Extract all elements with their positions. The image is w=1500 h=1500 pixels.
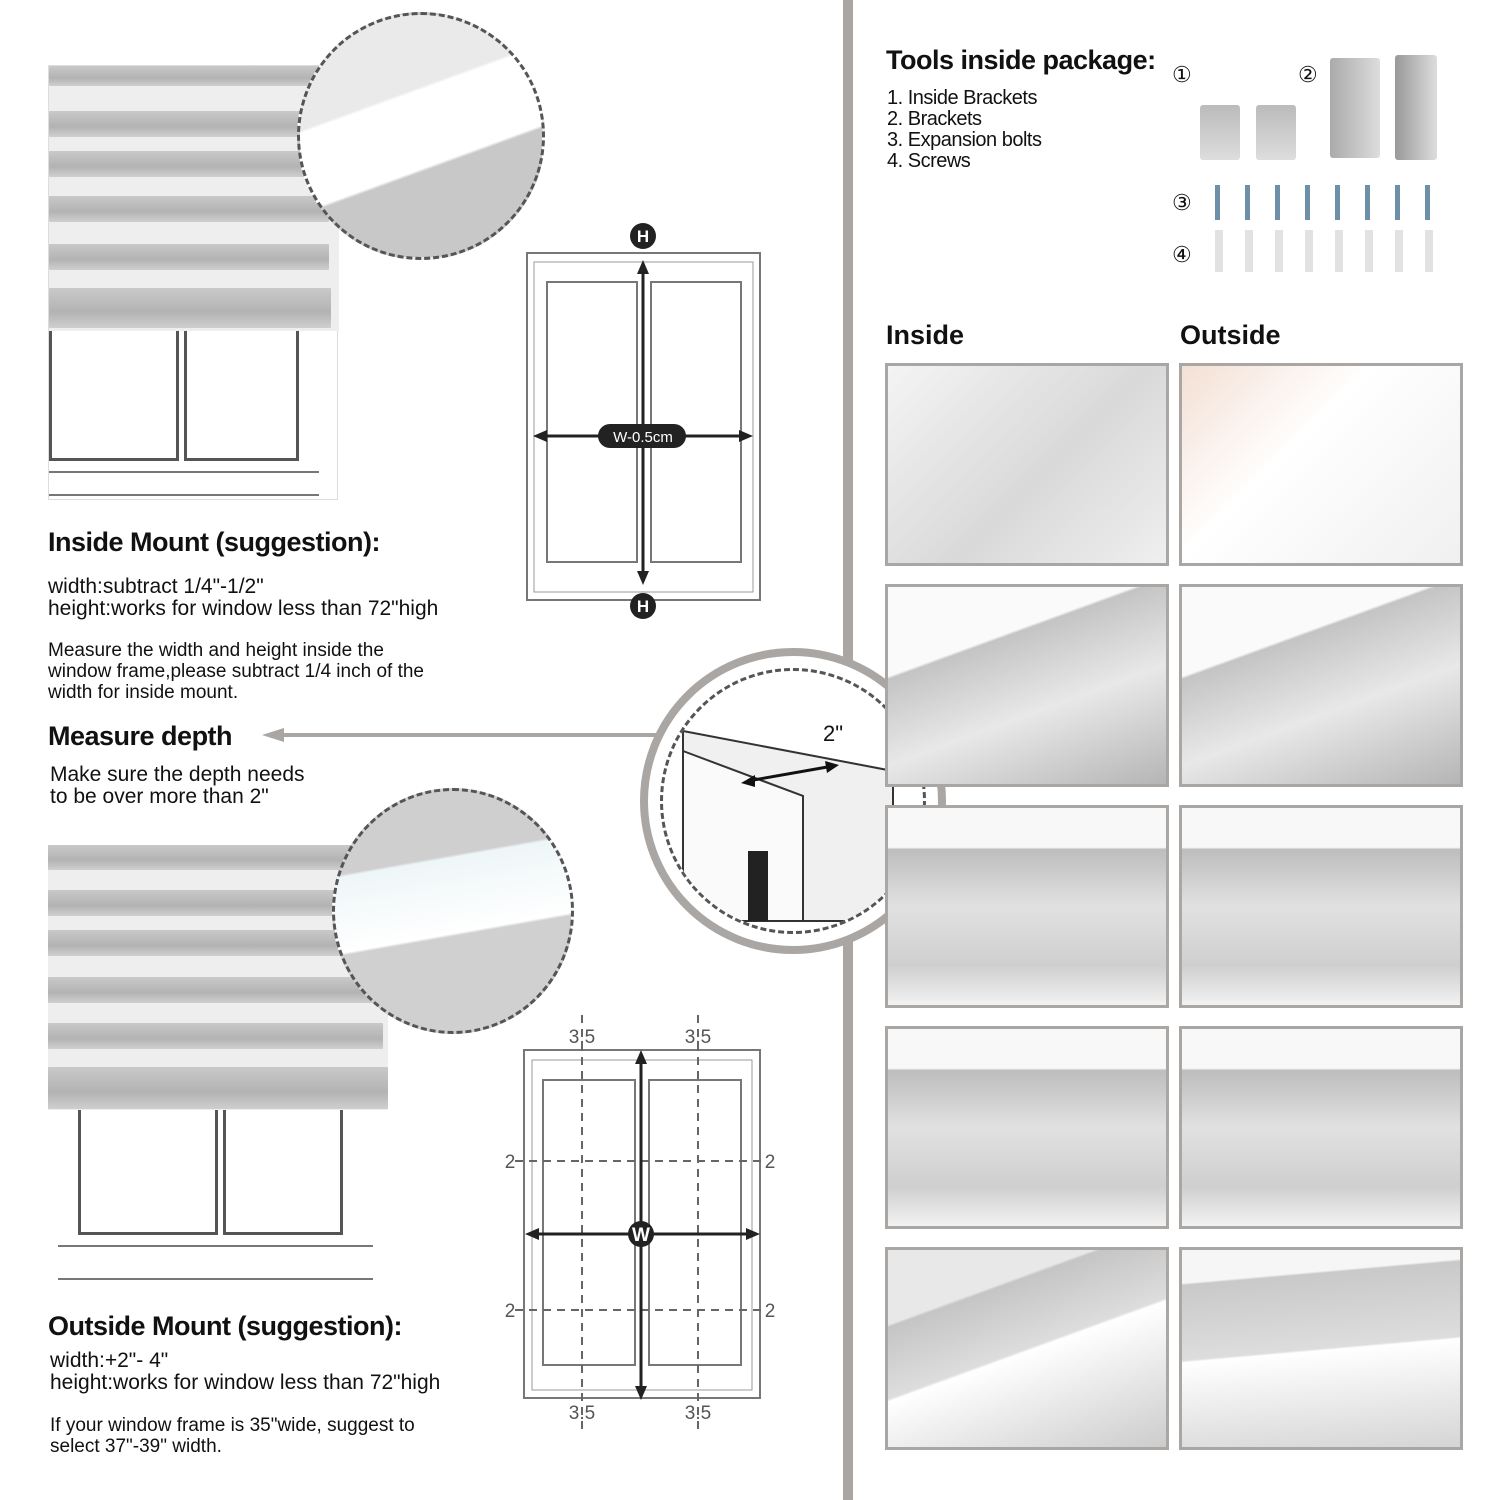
height-label-top: H: [637, 227, 649, 246]
top-allowance-left: 3.5: [569, 1027, 595, 1048]
depth-note-line: to be over more than 2": [50, 785, 269, 808]
bottom-allowance-right: 3.5: [685, 1403, 711, 1424]
depth-arrow: [262, 728, 657, 742]
inside-step-measure-photo: [885, 363, 1169, 566]
width-label: W: [632, 1225, 650, 1246]
inside-step-finished-photo: [885, 1247, 1169, 1450]
width-label: W-0.5cm: [613, 429, 673, 446]
inside-mount-title: Inside Mount (suggestion):: [48, 527, 380, 557]
depth-note-line: Make sure the depth needs: [50, 763, 305, 786]
outside-step-clip-photo: [1179, 1026, 1463, 1229]
tool-item: 1. Inside Brackets: [887, 87, 1037, 109]
inside-step-clip-photo: [885, 1026, 1169, 1229]
inside-step-drill-photo: [885, 584, 1169, 787]
side-allowance: 2: [505, 1152, 516, 1173]
side-allowance: 2: [505, 1301, 516, 1322]
brackets-image: [1395, 55, 1437, 160]
screws-image: [1205, 230, 1435, 272]
inside-note-line: width for inside mount.: [48, 682, 239, 703]
top-allowance-right: 3.5: [685, 1027, 711, 1048]
outside-mount-title: Outside Mount (suggestion):: [48, 1311, 402, 1341]
tools-title: Tools inside package:: [886, 45, 1156, 75]
measure-depth-title: Measure depth: [48, 721, 233, 751]
side-allowance: 2: [765, 1301, 776, 1322]
outside-width-text: width:+2"- 4": [50, 1349, 169, 1372]
outside-headrail-magnifier: [332, 788, 574, 1034]
inside-width-text: width:subtract 1/4"-1/2": [48, 575, 264, 598]
outside-height-text: height:works for window less than 72"hig…: [50, 1371, 441, 1394]
marker-2: ②: [1298, 62, 1318, 87]
outside-mount-blind-illustration: [48, 845, 393, 1285]
depth-label: 2": [823, 721, 843, 746]
tool-item: 3. Expansion bolts: [887, 129, 1042, 151]
inside-mount-blind-illustration: [48, 65, 339, 500]
outside-step-finished-photo: [1179, 1247, 1463, 1450]
expansion-bolts-image: [1205, 185, 1435, 220]
headrail-magnifier: [297, 12, 545, 260]
side-allowance: 2: [765, 1152, 776, 1173]
inside-column-title: Inside: [886, 320, 965, 350]
tool-item: 4. Screws: [887, 150, 971, 172]
outside-step-drill-photo: [1179, 584, 1463, 787]
outside-mount-window-diagram: W 3.5 3.5 3.5 3.5 2 2 2 2: [505, 1015, 776, 1435]
inside-height-text: height:works for window less than 72"hig…: [48, 597, 439, 620]
inside-brackets-image: [1200, 105, 1240, 160]
marker-3: ③: [1172, 190, 1192, 215]
outside-note-line: If your window frame is 35"wide, suggest…: [50, 1415, 415, 1436]
inside-note-line: window frame,please subtract 1/4 inch of…: [48, 661, 424, 682]
height-label-bottom: H: [637, 597, 649, 616]
inside-step-attach-photo: [885, 805, 1169, 1008]
inside-note-line: Measure the width and height inside the: [48, 640, 384, 661]
bottom-allowance-left: 3.5: [569, 1403, 595, 1424]
outside-step-attach-photo: [1179, 805, 1463, 1008]
tool-item: 2. Brackets: [887, 108, 982, 130]
outside-column-title: Outside: [1180, 320, 1281, 350]
outside-note-line: select 37"-39" width.: [50, 1436, 222, 1457]
inside-mount-window-diagram: H H W-0.5cm: [526, 223, 761, 619]
marker-4: ④: [1172, 242, 1192, 267]
outside-step-measure-photo: [1179, 363, 1463, 566]
brackets-image: [1330, 58, 1380, 158]
inside-brackets-image: [1256, 105, 1296, 160]
marker-1: ①: [1172, 62, 1192, 87]
